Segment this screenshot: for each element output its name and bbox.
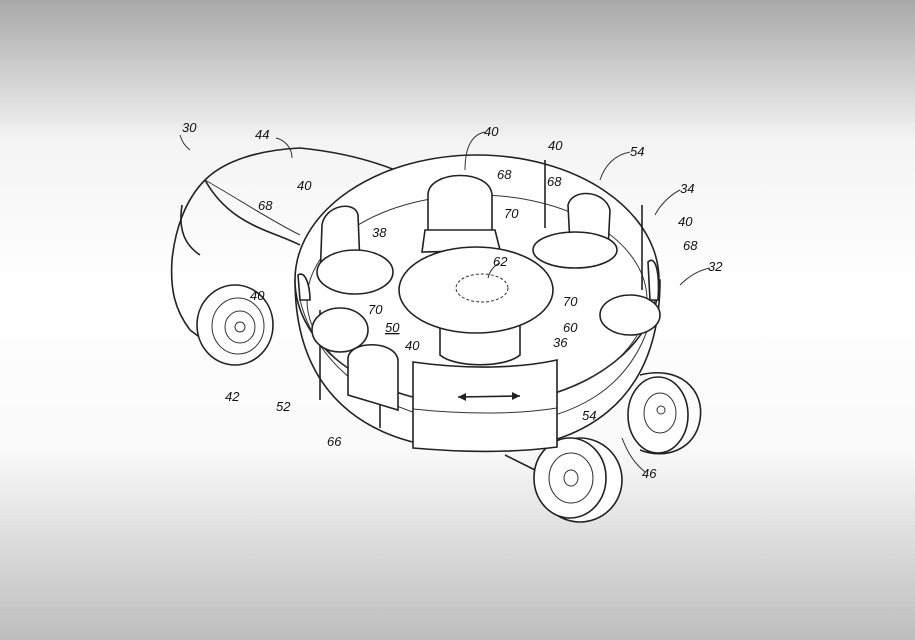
arrowheads-icon [458, 392, 520, 401]
car-wheel [196, 284, 274, 366]
label-40: 40 [484, 124, 499, 139]
label-40: 40 [250, 288, 265, 303]
label-40: 40 [405, 338, 420, 353]
pod-wheel-front [504, 437, 623, 523]
label-60: 60 [563, 320, 578, 335]
label-38: 38 [372, 225, 387, 240]
label-68: 68 [258, 198, 273, 213]
label-44: 44 [255, 127, 269, 142]
label-70: 70 [504, 206, 519, 221]
label-40: 40 [678, 214, 693, 229]
label-54: 54 [582, 408, 596, 423]
leader-lines [179, 131, 711, 473]
label-40: 40 [548, 138, 563, 153]
seat-top [421, 174, 502, 253]
pod-wheel-rear [627, 372, 702, 455]
label-68: 68 [497, 167, 512, 182]
seat-far-right [599, 259, 661, 336]
label-42: 42 [225, 389, 240, 404]
seat-front [347, 343, 399, 428]
table-display [455, 273, 509, 303]
sliding-door [412, 359, 558, 453]
label-30: 30 [182, 120, 197, 135]
label-66: 66 [327, 434, 342, 449]
seat-left-low [297, 273, 369, 353]
label-70: 70 [563, 294, 578, 309]
seat-left [316, 205, 394, 295]
label-32: 32 [708, 259, 723, 274]
label-68: 68 [683, 238, 698, 253]
label-70: 70 [368, 302, 383, 317]
table [398, 246, 554, 366]
seat-right [532, 192, 618, 269]
label-46: 46 [642, 466, 657, 481]
label-36: 36 [553, 335, 568, 350]
label-62: 62 [493, 254, 508, 269]
label-34: 34 [680, 181, 694, 196]
label-68: 68 [547, 174, 562, 189]
slide-arrow-icon [457, 395, 521, 398]
label-50: 50 [385, 320, 400, 335]
label-52: 52 [276, 399, 291, 414]
reference-labels: 30 44 40 40 54 34 68 68 40 68 38 70 40 6… [182, 120, 723, 481]
label-54: 54 [630, 144, 644, 159]
label-40: 40 [297, 178, 312, 193]
